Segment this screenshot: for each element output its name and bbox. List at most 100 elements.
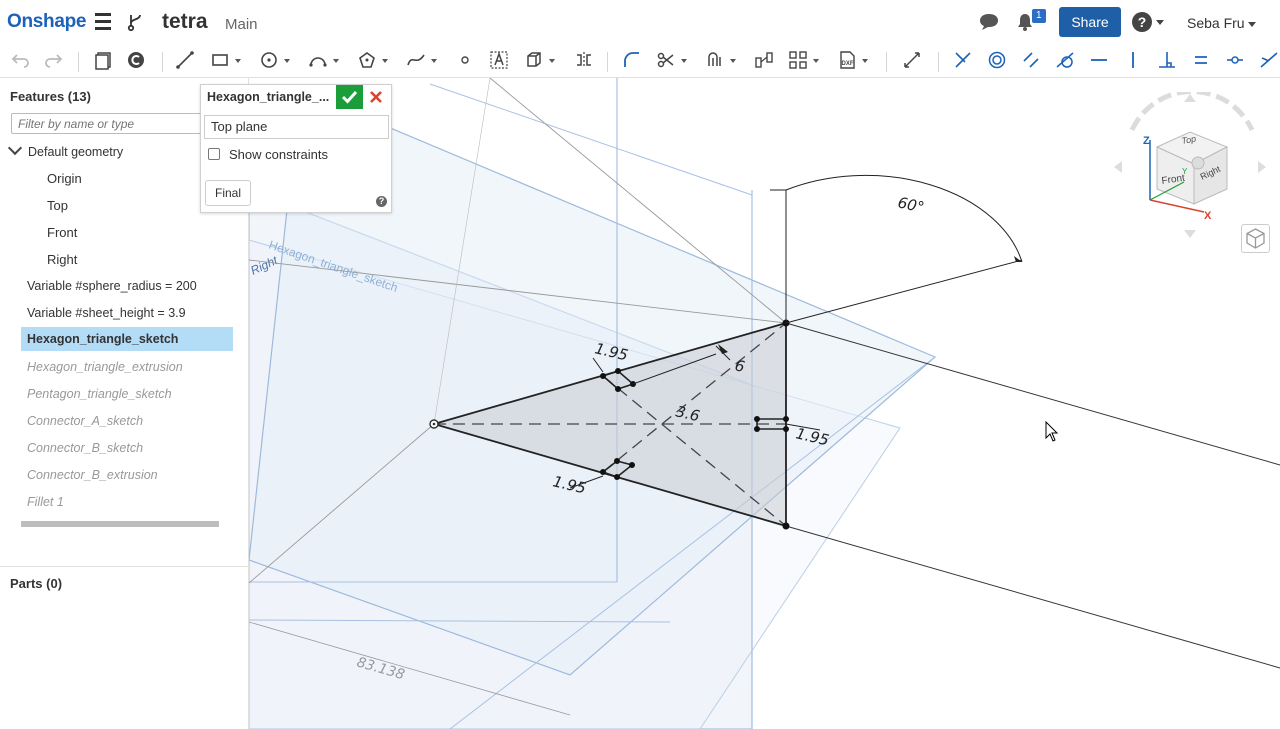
feature-item-hexagon-triangle-extrusion[interactable]: Hexagon_triangle_extrusion: [27, 360, 183, 374]
coincident-icon: [955, 52, 971, 68]
model-canvas[interactable]: Right Hexagon_triangle_sketch 83.138: [249, 78, 1280, 729]
comments-icon[interactable]: [978, 12, 1000, 32]
feature-filter-input[interactable]: [11, 113, 237, 134]
tangent-constraint[interactable]: [1052, 48, 1078, 72]
geometry-item-right[interactable]: Right: [47, 252, 78, 267]
rectangle-tool[interactable]: [207, 48, 241, 72]
use-button[interactable]: [123, 48, 149, 72]
user-name: Seba Fru: [1187, 15, 1245, 31]
dimension-36: 3.6: [674, 402, 701, 425]
normal-constraint[interactable]: [1256, 48, 1280, 72]
rectangle-icon: [212, 54, 228, 66]
feature-item-pentagon-triangle-sketch[interactable]: Pentagon_triangle_sketch: [27, 387, 172, 401]
show-constraints-checkbox[interactable]: [208, 147, 220, 160]
line-tool[interactable]: [172, 48, 198, 72]
sketch-plane-field[interactable]: Top plane: [204, 115, 389, 139]
coincident-constraint[interactable]: [950, 48, 976, 72]
version-graph-icon[interactable]: [127, 12, 145, 32]
equal-constraint[interactable]: [1188, 48, 1214, 72]
mouse-cursor-icon: [1045, 421, 1059, 442]
hamburger-menu-icon[interactable]: [95, 13, 111, 31]
parallel-constraint[interactable]: [1018, 48, 1044, 72]
top-bar: Onshape tetra Main 1 Share ? Seba Fru: [0, 0, 1280, 45]
mirror-icon: [577, 52, 591, 68]
feature-item-hexagon-triangle-sketch[interactable]: Hexagon_triangle_sketch: [21, 327, 233, 351]
cube-face-top[interactable]: Top: [1181, 134, 1197, 146]
trim-tool[interactable]: [653, 48, 687, 72]
polygon-tool[interactable]: [354, 48, 388, 72]
accept-button[interactable]: [336, 85, 363, 109]
default-geometry-group[interactable]: Default geometry: [7, 140, 123, 159]
dimension-tool[interactable]: [899, 48, 925, 72]
construction-icon: [527, 52, 541, 67]
cancel-button[interactable]: [367, 88, 385, 106]
pattern-tool[interactable]: [785, 48, 819, 72]
fillet-tool[interactable]: [619, 48, 645, 72]
share-button[interactable]: Share: [1059, 7, 1121, 37]
horizontal-constraint[interactable]: [1086, 48, 1112, 72]
construction-tool[interactable]: [521, 48, 555, 72]
help-caret-icon[interactable]: [1156, 20, 1164, 25]
point-tool[interactable]: [452, 48, 478, 72]
angle-dimension-60: 60°: [896, 193, 926, 216]
dxf-file-icon: DXF: [840, 51, 855, 69]
feature-item-sheet-height[interactable]: Variable #sheet_height = 3.9: [27, 306, 186, 320]
view-mode-button[interactable]: [1241, 224, 1270, 253]
perpendicular-icon: [1159, 52, 1175, 68]
checkmark-icon: [341, 90, 358, 104]
circle-tool[interactable]: [256, 48, 290, 72]
undo-button[interactable]: [8, 48, 34, 72]
workspace-name[interactable]: Main: [225, 16, 258, 33]
geometry-item-front[interactable]: Front: [47, 225, 78, 240]
feature-item-fillet-1[interactable]: Fillet 1: [27, 495, 64, 509]
cube-view-icon: [1246, 228, 1265, 249]
feature-item-connector-b-extrusion[interactable]: Connector_B_extrusion: [27, 468, 158, 482]
onshape-logo[interactable]: Onshape: [7, 11, 87, 32]
document-title[interactable]: tetra: [162, 10, 208, 33]
tangent-icon: [1056, 52, 1074, 68]
redo-button[interactable]: [40, 48, 66, 72]
vertical-constraint[interactable]: [1120, 48, 1146, 72]
offset-tool[interactable]: [702, 48, 736, 72]
help-icon[interactable]: ?: [1132, 12, 1152, 32]
circle-icon: [261, 52, 277, 68]
concentric-icon: [988, 51, 1006, 69]
geometry-item-top[interactable]: Top: [47, 198, 68, 213]
copy-button[interactable]: [90, 48, 116, 72]
perpendicular-constraint[interactable]: [1154, 48, 1180, 72]
pattern-icon: [789, 51, 807, 69]
dimension-icon: [904, 52, 920, 68]
dxf-import-tool[interactable]: DXF: [834, 48, 868, 72]
view-cube[interactable]: Z X Y Top Front Right: [1112, 92, 1272, 252]
notifications-bell-icon[interactable]: [1016, 12, 1034, 32]
dimension-6: 6: [733, 356, 746, 376]
spline-tool[interactable]: [403, 48, 437, 72]
svg-text:DXF: DXF: [842, 61, 854, 67]
sketch-dialog-title: Hexagon_triangle_...: [207, 90, 330, 104]
linear-pattern-tool[interactable]: [751, 48, 777, 72]
cube-face-front[interactable]: Front: [1161, 173, 1186, 187]
concentric-constraint[interactable]: [984, 48, 1010, 72]
close-icon: [370, 91, 382, 103]
feature-list-scrollbar[interactable]: [21, 521, 219, 527]
sketch-toolbar: DXF: [0, 44, 1280, 78]
feature-item-connector-a-sketch[interactable]: Connector_A_sketch: [27, 414, 144, 428]
geometry-item-origin[interactable]: Origin: [47, 171, 82, 186]
dialog-help-icon[interactable]: ?: [376, 196, 387, 207]
arc-tool[interactable]: [305, 48, 339, 72]
show-constraints-label: Show constraints: [229, 147, 328, 162]
graphics-viewport[interactable]: Right Hexagon_triangle_sketch 83.138: [249, 78, 1280, 729]
axis-z-label: Z: [1143, 135, 1150, 147]
feature-item-connector-b-sketch[interactable]: Connector_B_sketch: [27, 441, 144, 455]
panel-divider: [0, 566, 248, 567]
user-menu[interactable]: Seba Fru: [1187, 15, 1256, 31]
text-icon: [490, 51, 508, 69]
feature-item-sphere-radius[interactable]: Variable #sphere_radius = 200: [27, 279, 197, 293]
midpoint-constraint[interactable]: [1222, 48, 1248, 72]
text-tool[interactable]: [486, 48, 512, 72]
show-constraints-option[interactable]: Show constraints: [208, 147, 328, 162]
chevron-down-icon[interactable]: [7, 140, 23, 156]
mirror-tool[interactable]: [571, 48, 597, 72]
redo-icon: [45, 54, 63, 68]
final-button[interactable]: Final: [205, 180, 251, 206]
